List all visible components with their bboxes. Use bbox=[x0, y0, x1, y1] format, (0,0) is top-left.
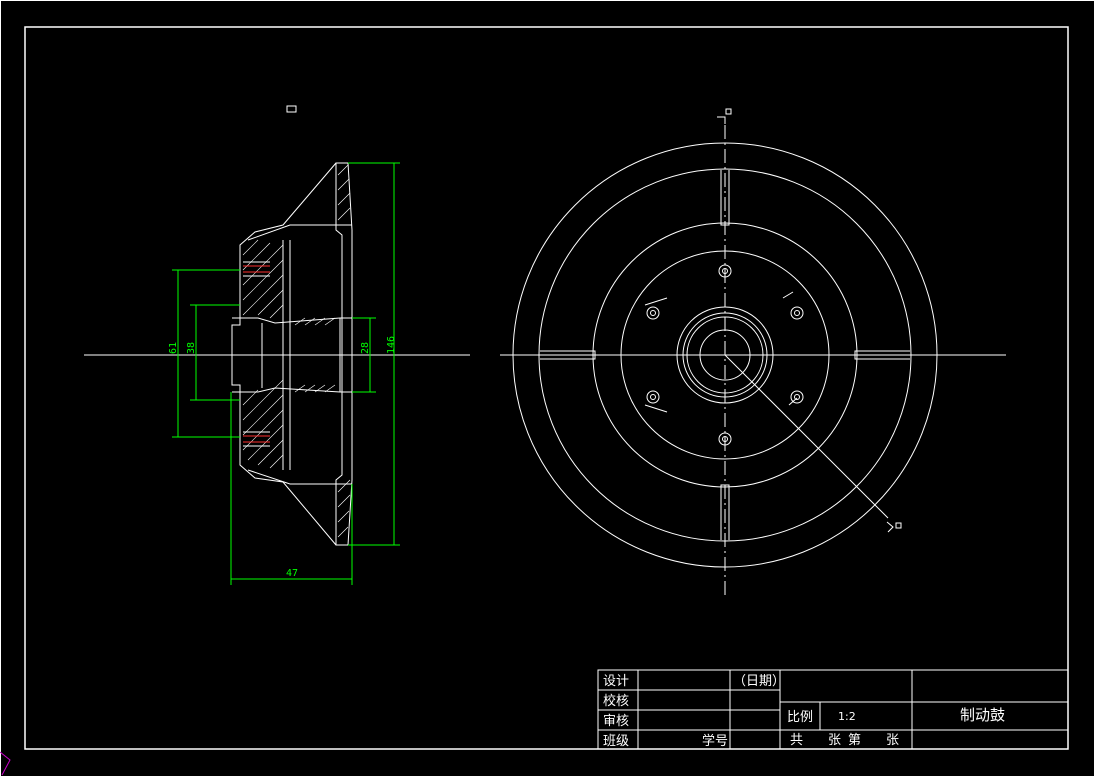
label-scale: 比例 bbox=[787, 710, 813, 725]
hub-bore bbox=[232, 317, 353, 393]
rib-top bbox=[720, 170, 730, 226]
section-marker-top bbox=[717, 116, 726, 124]
section-view bbox=[84, 105, 470, 546]
drawing-title: 制动鼓 bbox=[960, 706, 1005, 724]
label-design: 设计 bbox=[603, 674, 629, 689]
inner-top-line bbox=[247, 224, 352, 241]
dim-label-47: 47 bbox=[286, 568, 298, 579]
label-student-no: 学号 bbox=[702, 733, 728, 749]
drum-inner-circle bbox=[592, 222, 858, 488]
label-sheets-total: 共 bbox=[790, 733, 803, 748]
section-marker-bottom-box bbox=[895, 522, 902, 529]
bolt-hole-bottom bbox=[243, 431, 270, 447]
label-sheets-unit: 张 bbox=[828, 733, 841, 748]
label-class: 班级 bbox=[603, 734, 629, 749]
dim-label-28: 28 bbox=[360, 342, 371, 354]
drawing-frame bbox=[24, 26, 1069, 750]
dim-label-146: 146 bbox=[386, 336, 397, 354]
hub-mid-circle bbox=[682, 312, 768, 398]
label-sheet-no: 第 bbox=[848, 733, 861, 748]
rib-left bbox=[540, 350, 596, 360]
hub-outer-circle bbox=[676, 306, 774, 404]
section-marker-top-box bbox=[725, 108, 732, 115]
label-check: 校核 bbox=[603, 693, 629, 709]
hub-bore-circle bbox=[699, 329, 751, 381]
inner-bottom-line bbox=[247, 469, 352, 485]
drum-outer-circle bbox=[512, 142, 938, 568]
label-date: （日期） bbox=[733, 674, 785, 689]
drum-flange-outline bbox=[335, 162, 353, 546]
section-hatching bbox=[242, 164, 351, 538]
section-cut-line bbox=[724, 354, 889, 519]
dimensions bbox=[172, 162, 400, 585]
label-sheet-unit2: 张 bbox=[886, 733, 899, 748]
label-review: 审核 bbox=[603, 714, 629, 729]
dim-label-38: 38 bbox=[186, 342, 197, 354]
rib-bottom bbox=[720, 484, 730, 540]
scale-value: 1:2 bbox=[838, 710, 856, 723]
section-marker-bottom bbox=[886, 521, 894, 533]
hub-inner-circle bbox=[686, 316, 764, 394]
section-marker-a bbox=[286, 105, 297, 113]
rib-right bbox=[854, 350, 910, 360]
bolt-hole-top bbox=[243, 261, 270, 277]
bolt-holes bbox=[644, 264, 804, 446]
front-view bbox=[500, 108, 1006, 595]
drum-rim-circle bbox=[538, 168, 912, 542]
corner-marker bbox=[0, 751, 11, 776]
title-block bbox=[597, 669, 1069, 750]
bolt-circle bbox=[620, 250, 830, 460]
drum-outer-profile bbox=[231, 162, 337, 546]
dim-label-61: 61 bbox=[168, 342, 179, 354]
